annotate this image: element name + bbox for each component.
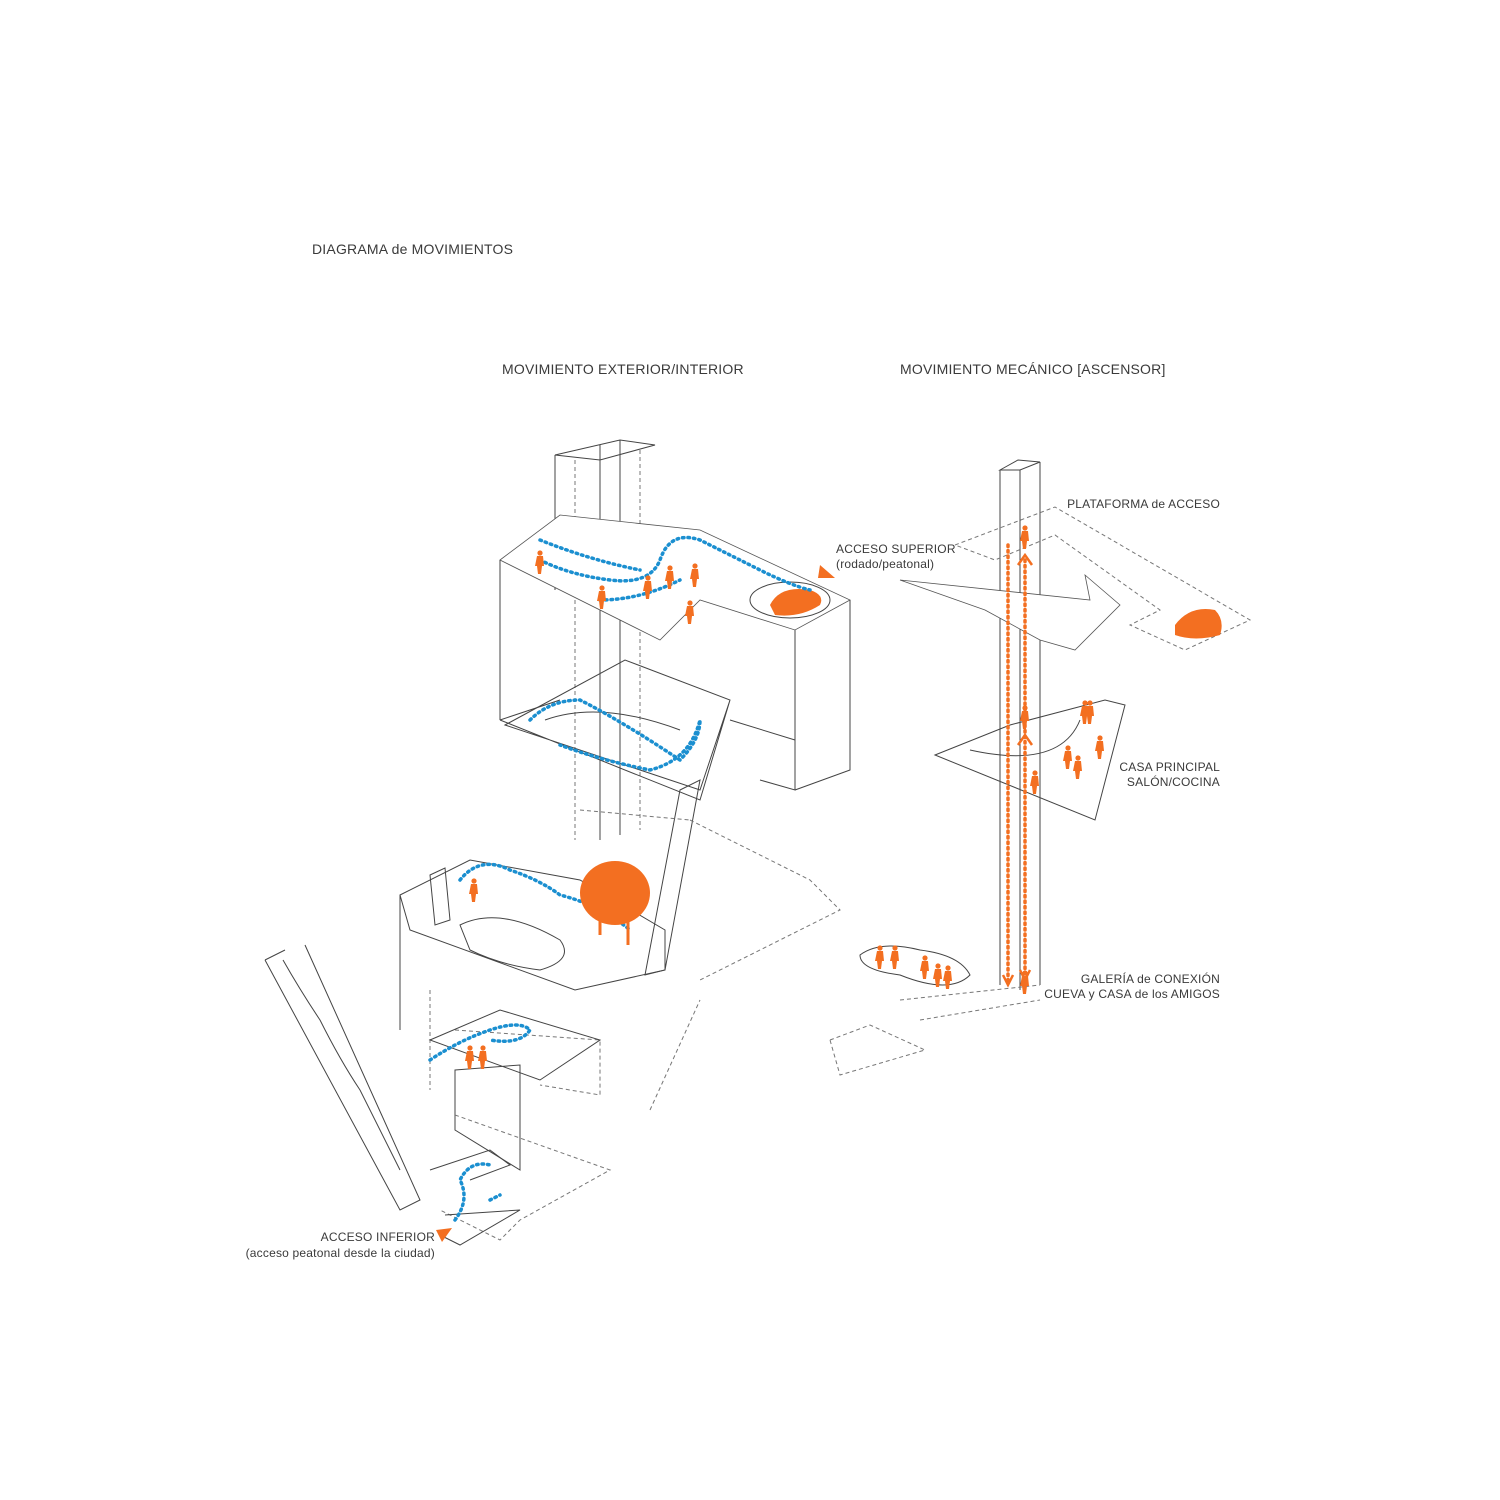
access-marker-upper: [818, 565, 835, 578]
acceso-inferior-sublabel: (acceso peatonal desde la ciudad): [245, 1246, 435, 1260]
section-title-left: MOVIMIENTO EXTERIOR/INTERIOR: [502, 361, 744, 377]
page-title: DIAGRAMA de MOVIMIENTOS: [312, 241, 514, 257]
elevator-path: [1006, 543, 1027, 987]
acceso-superior-sublabel: (rodado/peatonal): [836, 557, 935, 571]
plataforma-label: PLATAFORMA de ACCESO: [1067, 497, 1220, 511]
acceso-superior-label: ACCESO SUPERIOR: [836, 542, 956, 556]
galeria-label: GALERÍA de CONEXIÓN: [1080, 972, 1220, 986]
exterior-stair: [264, 944, 421, 1211]
salon-cocina-label: SALÓN/COCINA: [1126, 775, 1220, 789]
middle-floor: [499, 659, 731, 801]
left-axonometric: [264, 439, 851, 1246]
casa-principal-label: CASA PRINCIPAL: [1119, 760, 1220, 774]
upper-terrain: [499, 514, 851, 641]
cueva-label: CUEVA y CASA de los AMIGOS: [1044, 987, 1220, 1001]
access-marker-lower: [436, 1228, 452, 1242]
casa-principal-floor: [933, 699, 1126, 821]
car-icon: [770, 589, 822, 616]
path-upper: [538, 535, 812, 592]
acceso-inferior-label: ACCESO INFERIOR: [320, 1230, 435, 1244]
right-axonometric: [829, 459, 1252, 1076]
access-terrain: [899, 573, 1121, 651]
section-title-right: MOVIMIENTO MECÁNICO [ASCENSOR]: [900, 361, 1166, 377]
upper-volume: [499, 560, 851, 791]
path-middle: [528, 698, 702, 772]
car-icon-right: [1175, 609, 1222, 639]
tree-icon: [580, 861, 650, 945]
